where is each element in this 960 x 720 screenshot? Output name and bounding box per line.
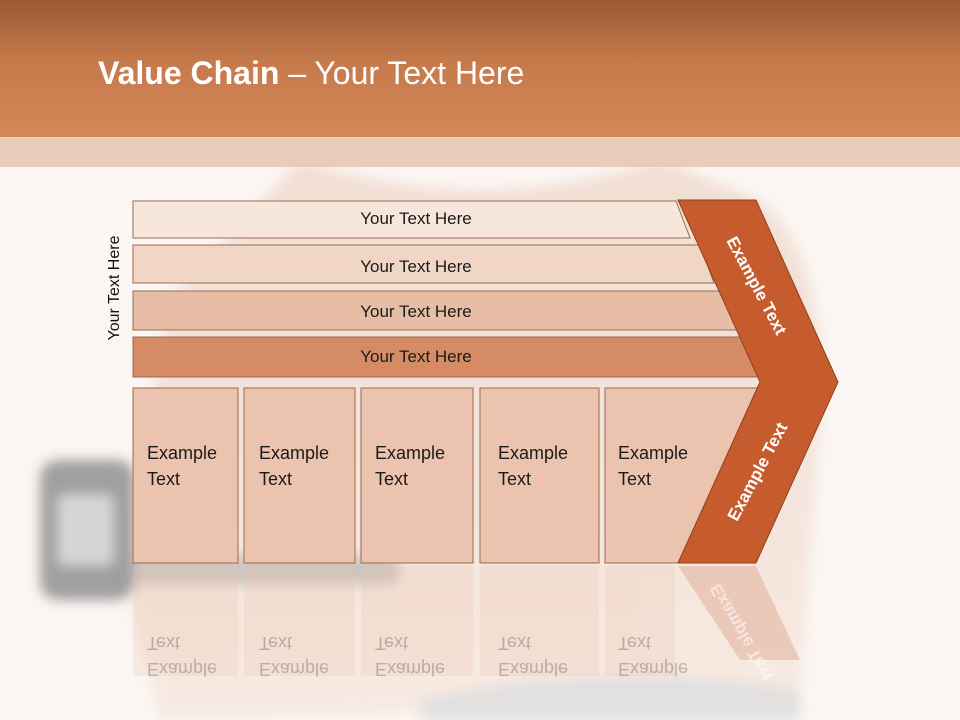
cell-2-box xyxy=(243,387,356,564)
chevron-arrow xyxy=(677,199,839,564)
title-rest: – Your Text Here xyxy=(279,55,525,91)
cell-2-label: Example Text xyxy=(259,440,329,492)
row-2-label: Your Text Here xyxy=(360,257,472,276)
title-bold: Value Chain xyxy=(98,55,280,91)
cell-2-line2: Text xyxy=(259,469,293,489)
row-3-label: Your Text Here xyxy=(360,302,472,321)
cell-3-line2: Text xyxy=(375,469,409,489)
cell-4-box xyxy=(479,387,600,564)
cell-3-box xyxy=(360,387,474,564)
slide-title: Value Chain – Your Text Here xyxy=(98,55,524,92)
cell-2-line1: Example xyxy=(259,443,330,463)
cell-4-line1: Example xyxy=(498,443,569,463)
cell-1-label: Example Text xyxy=(147,440,217,492)
row-1-bar xyxy=(132,200,691,239)
cell-1-line2: Text xyxy=(147,469,181,489)
cell-5-label: Example Text xyxy=(618,440,688,492)
row-4-label: Your Text Here xyxy=(360,347,472,366)
row-1-label: Your Text Here xyxy=(360,209,472,228)
cell-3-line1: Example xyxy=(375,443,446,463)
cell-5-line1: Example xyxy=(618,443,689,463)
row-2-bar xyxy=(132,244,715,284)
cell-3-label: Example Text xyxy=(375,440,445,492)
cell-4-label: Example Text xyxy=(498,440,568,492)
header-bar xyxy=(0,0,960,137)
cell-4-line2: Text xyxy=(498,469,532,489)
cell-5-line2: Text xyxy=(618,469,652,489)
cell-1-box xyxy=(132,387,239,564)
cell-1-line1: Example xyxy=(147,443,218,463)
header-band xyxy=(0,137,960,167)
